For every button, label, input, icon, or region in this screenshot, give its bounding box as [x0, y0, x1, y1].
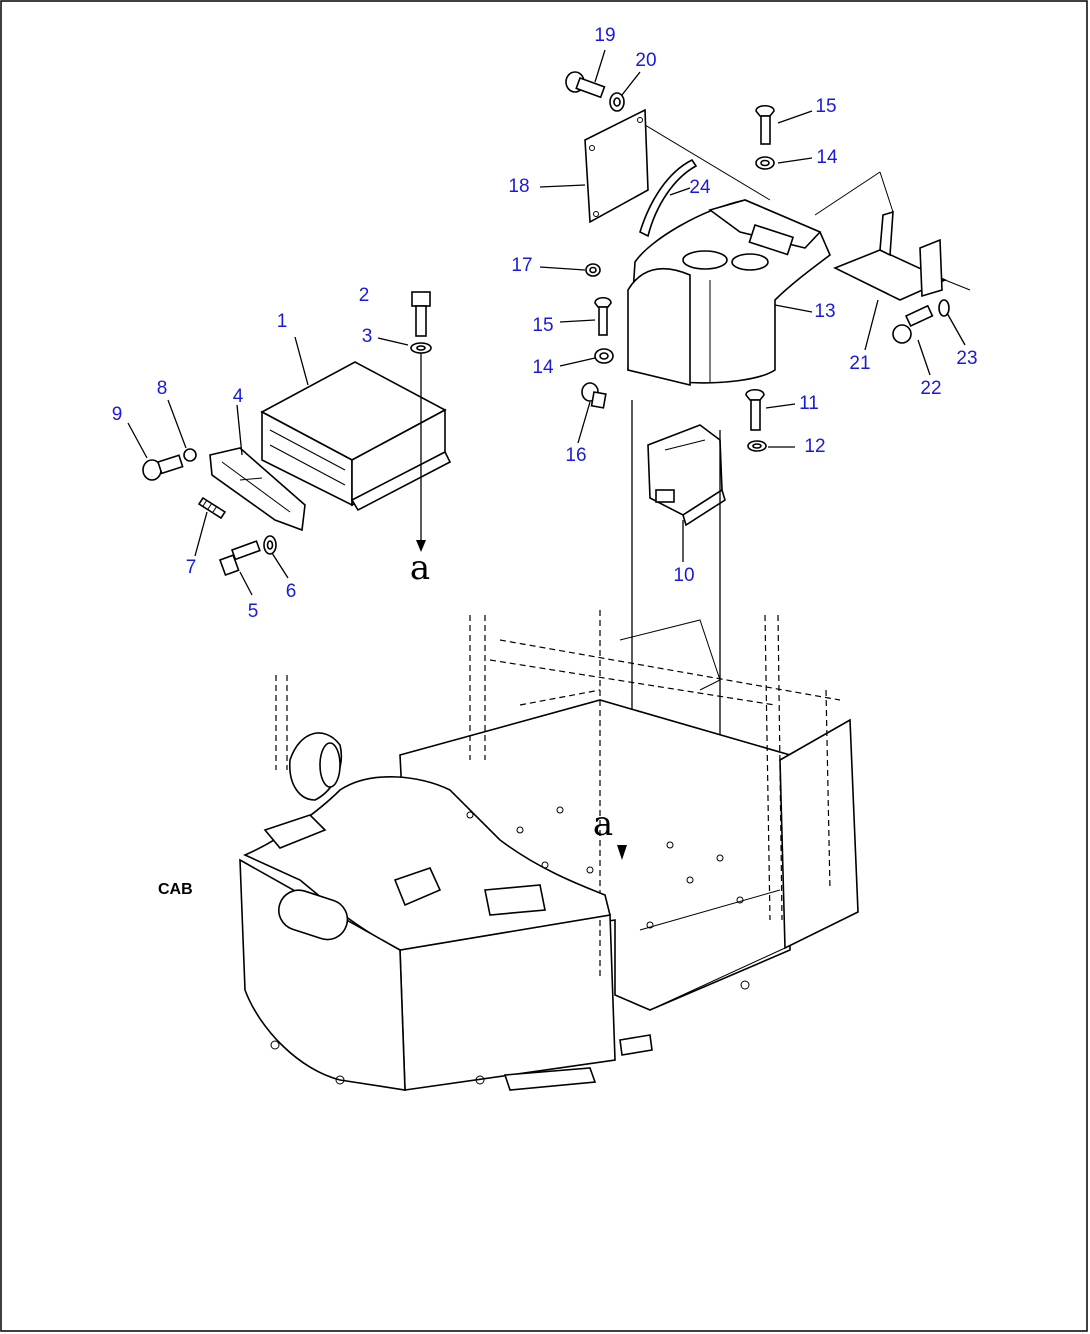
bracket-21-part: [833, 210, 947, 301]
callout-14-upper: 14: [816, 147, 838, 168]
washer-3-part: [410, 342, 432, 354]
callout-2: 2: [359, 285, 370, 306]
callout-3: 3: [362, 326, 373, 347]
controller-box-part: [260, 361, 452, 512]
callout-22: 22: [920, 378, 941, 399]
washer-23-part: [938, 299, 950, 317]
callout-7: 7: [186, 557, 197, 578]
arrow-head-a: [416, 540, 426, 552]
callout-15-upper: 15: [815, 96, 836, 117]
callout-14-lower: 14: [532, 357, 554, 378]
bolt-15-upper-part: [755, 104, 775, 145]
arrow-head-a-floor: [617, 845, 627, 860]
bolt-2-part: [411, 291, 431, 337]
callout-16: 16: [565, 445, 586, 466]
bolt-16-part: [581, 382, 607, 409]
bolt-9-part: [142, 454, 184, 481]
strip-part: [639, 158, 698, 238]
washer-20-part: [609, 92, 625, 112]
callout-5: 5: [248, 601, 259, 622]
callout-18: 18: [508, 176, 529, 197]
callout-11: 11: [799, 393, 819, 414]
leader-lines: [127, 49, 966, 596]
callout-1: 1: [277, 311, 288, 332]
callout-17: 17: [511, 255, 532, 276]
washer-6-part: [263, 535, 277, 555]
callout-10: 10: [673, 565, 694, 586]
callout-8: 8: [157, 378, 168, 399]
leader-line: [879, 171, 894, 213]
bracket-plate-part: [209, 447, 306, 532]
washer-12-part: [747, 440, 767, 452]
callout-13: 13: [814, 301, 835, 322]
bolt-19-part: [565, 71, 606, 99]
callout-19: 19: [594, 25, 615, 46]
reference-letter-a-upper: a: [410, 548, 430, 588]
callout-21: 21: [849, 353, 870, 374]
spring-7-part: [197, 496, 227, 520]
cab-floor-assembly: [239, 610, 859, 1091]
callout-23: 23: [956, 348, 977, 369]
callout-15-lower: 15: [532, 315, 553, 336]
callout-6: 6: [286, 581, 297, 602]
reference-letter-a-floor: a: [593, 804, 613, 844]
callout-20: 20: [635, 50, 656, 71]
leader-line: [644, 124, 771, 201]
callout-9: 9: [112, 404, 123, 425]
cab-label: CAB: [158, 881, 193, 898]
bolt-5-part: [218, 540, 261, 577]
console-part: [627, 199, 831, 387]
bolt-15-lower-part: [594, 296, 612, 336]
washer-14-upper-part: [755, 156, 775, 170]
bolt-22-part: [892, 304, 934, 344]
nut-8-part: [183, 448, 197, 462]
bolt-11-part: [745, 388, 765, 431]
callout-24: 24: [689, 177, 711, 198]
washer-17-part: [585, 263, 601, 277]
leader-line: [944, 279, 971, 291]
washer-14-lower-part: [594, 348, 614, 364]
callout-12: 12: [804, 436, 825, 457]
cover-plate-part: [584, 108, 649, 224]
callout-4: 4: [233, 386, 244, 407]
bracket-10-part: [647, 424, 726, 527]
leader-line: [814, 171, 881, 216]
